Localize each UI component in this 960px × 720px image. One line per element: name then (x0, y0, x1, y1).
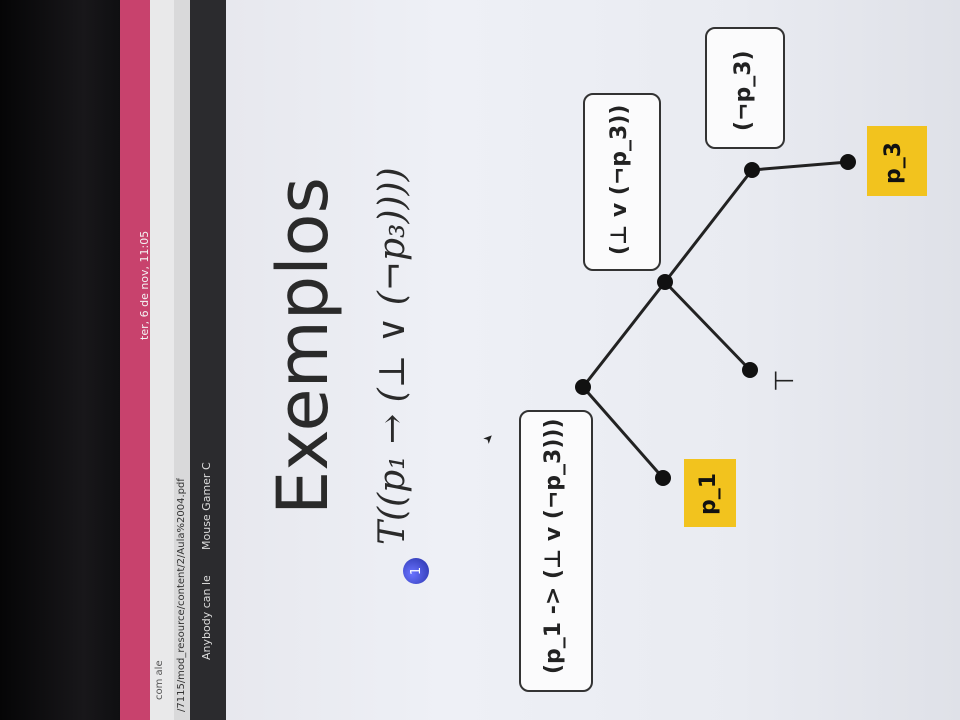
node-neg (744, 162, 760, 178)
node-top (742, 362, 758, 378)
leaf-p3: p_3 (867, 126, 927, 196)
url-bar[interactable]: /7115/mod_resource/content/2/Aula%2004.p… (174, 0, 190, 720)
system-top-bar: ter, 6 de nov, 11:05 (120, 0, 151, 720)
label-neg: (¬p_3) (731, 50, 756, 131)
bookmarks-bar: Anybody can le Mouse Gamer C (190, 0, 226, 720)
node-p1 (655, 470, 671, 486)
edge-neg-p3 (751, 160, 849, 172)
label-root-box: (p_1 -> (⊥ v (¬p_3))) (519, 410, 593, 692)
label-root: (p_1 -> (⊥ v (¬p_3))) (541, 418, 566, 674)
top-symbol: ⊤ (770, 369, 800, 392)
label-mid: (⊥ v (¬p_3)) (607, 104, 632, 255)
label-neg-box: (¬p_3) (705, 27, 785, 149)
leaf-p1: p_1 (684, 459, 736, 527)
node-or (657, 274, 673, 290)
edge-root-or (581, 281, 667, 388)
edge-or-top (663, 280, 752, 372)
tab-bar[interactable]: com ale (150, 0, 174, 720)
label-mid-box: (⊥ v (¬p_3)) (583, 93, 661, 271)
leaf-p3-text: p_3 (881, 141, 906, 184)
edge-root-p1 (581, 386, 665, 479)
leaf-p1-text: p_1 (696, 472, 721, 515)
node-root (575, 379, 591, 395)
edge-or-neg (663, 169, 754, 283)
monitor-bezel (0, 0, 120, 720)
node-p3 (840, 154, 856, 170)
